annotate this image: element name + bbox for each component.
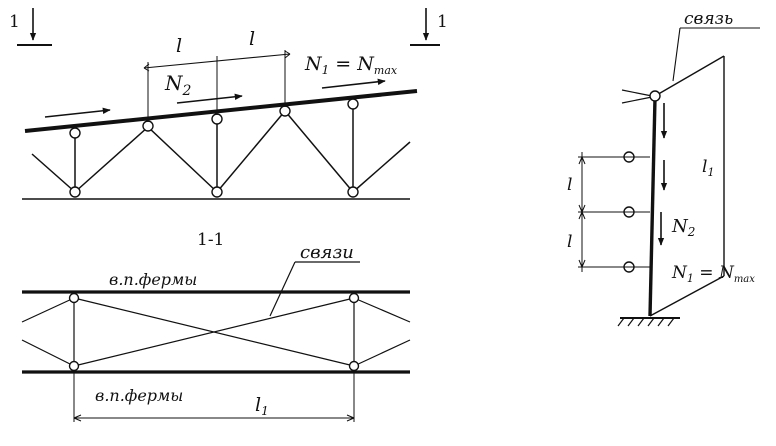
force-symbol: N bbox=[356, 53, 375, 75]
span-label: l1 bbox=[255, 394, 269, 418]
force-symbol: N bbox=[671, 216, 689, 237]
force-symbol: N bbox=[671, 263, 688, 283]
plan-view: связи в.п.фермы в.п.фермы l1 bbox=[21, 242, 411, 422]
span-l1-label: l1 bbox=[702, 157, 714, 179]
span-subscript: 1 bbox=[261, 404, 269, 418]
section-title: 1-1 bbox=[197, 230, 224, 250]
bracing-lines bbox=[21, 297, 411, 367]
chord-label-top: в.п.фермы bbox=[109, 270, 197, 289]
column-diagram: связь l l l1 N2 N1 = Nmax bbox=[567, 9, 760, 327]
force-subscript: 1 bbox=[322, 63, 330, 77]
force-arrow bbox=[176, 93, 243, 104]
bracing-member bbox=[649, 275, 725, 317]
plan-nodes bbox=[68, 292, 360, 372]
panel-length-label: l bbox=[249, 28, 255, 50]
equals-sign: = bbox=[694, 263, 719, 283]
span-dimension: l1 bbox=[73, 372, 355, 422]
force-symbol: N bbox=[718, 263, 735, 283]
equals-sign: = bbox=[329, 53, 357, 75]
ground-support-icon bbox=[617, 317, 680, 327]
force-n1-label: N1 = Nmax bbox=[304, 53, 398, 77]
bracing-member bbox=[654, 55, 725, 97]
section-marker-right: 1 bbox=[410, 8, 448, 46]
column-member bbox=[648, 97, 657, 317]
panel-length-label: l bbox=[176, 35, 182, 57]
force-arrow bbox=[44, 107, 111, 118]
force-subscript: 2 bbox=[687, 225, 696, 239]
web-members bbox=[31, 105, 411, 193]
force-symbol: N bbox=[304, 53, 323, 75]
force-arrow bbox=[321, 78, 386, 89]
force-n2-label: N2 bbox=[671, 216, 695, 239]
section-marker-left: 1 bbox=[9, 8, 52, 46]
bracing-leader bbox=[269, 261, 296, 317]
force-subscript: max bbox=[734, 274, 755, 285]
bracing-label: связи bbox=[300, 242, 354, 263]
force-subscript: 1 bbox=[687, 272, 694, 285]
top-chord bbox=[24, 89, 418, 133]
panel-dimensions: l l bbox=[143, 28, 291, 122]
bracing-single-label: связь bbox=[684, 9, 733, 29]
truss-elevation: 1 1 bbox=[9, 8, 448, 200]
force-symbol: N bbox=[164, 71, 184, 95]
span-symbol: l bbox=[255, 394, 261, 416]
chord-label-bottom: в.п.фермы bbox=[95, 386, 183, 405]
span-symbol: l bbox=[702, 157, 707, 177]
force-subscript: max bbox=[374, 64, 398, 77]
force-subscript: 2 bbox=[182, 83, 192, 99]
panel-length-label: l bbox=[567, 175, 572, 195]
span-subscript: 1 bbox=[707, 166, 714, 179]
force-n2-label: N2 bbox=[164, 71, 192, 99]
section-marker-label: 1 bbox=[437, 12, 448, 32]
force-n1-label: N1 = Nmax bbox=[671, 263, 755, 285]
panel-length-label: l bbox=[567, 232, 572, 252]
truss-nodes bbox=[69, 98, 359, 198]
section-marker-label: 1 bbox=[9, 12, 20, 32]
